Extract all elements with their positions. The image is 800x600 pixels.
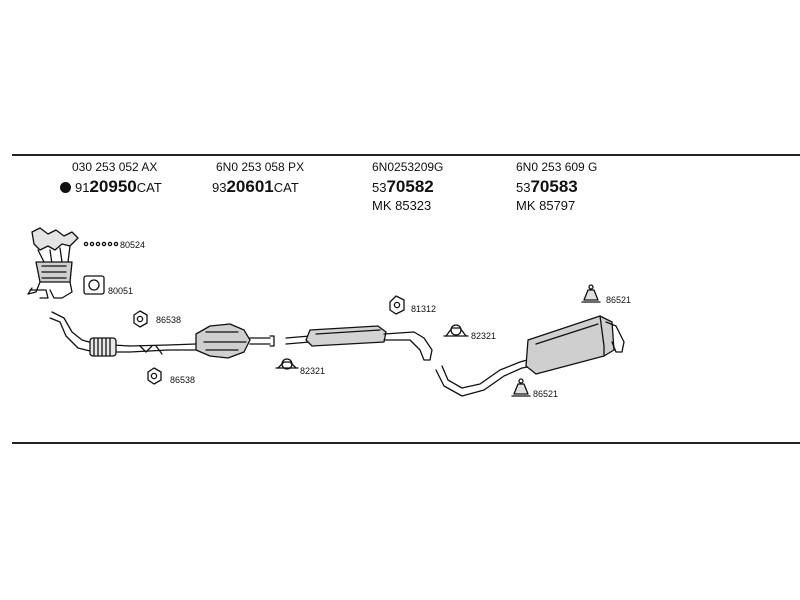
manifold-catalyst-icon	[27, 227, 79, 299]
bolts-icon	[83, 241, 119, 247]
label-hanger-top: 86521	[606, 295, 632, 305]
part-reference: 9120950CAT	[60, 177, 162, 197]
rubber-ring-icon	[147, 367, 162, 385]
clamp-icon	[443, 324, 469, 337]
bottom-divider	[12, 442, 800, 444]
gasket-icon	[83, 275, 105, 295]
label-clamp-mid: 82321	[300, 366, 326, 376]
ref-prefix: 53	[372, 180, 387, 195]
middle-silencer-icon	[285, 325, 433, 361]
ref-prefix: 91	[75, 180, 90, 195]
mk-number: MK 85323	[372, 198, 432, 213]
column-manifold-cat: 030 253 052 AX 9120950CAT	[60, 160, 162, 197]
filled-dot-icon	[60, 182, 71, 193]
hanger-icon	[581, 284, 601, 303]
oem-number: 030 253 052 AX	[72, 160, 158, 174]
ref-prefix: 93	[212, 180, 227, 195]
part-reference: 9320601CAT	[212, 177, 304, 197]
label-hanger-bottom: 86521	[533, 389, 559, 399]
part-reference: 5370582	[372, 177, 443, 197]
ref-main: 20950	[89, 177, 137, 196]
label-clamp-right: 82321	[471, 331, 497, 341]
ref-suffix: CAT	[273, 180, 299, 195]
rear-silencer-icon	[435, 315, 625, 397]
oem-number: 6N0253209G	[372, 160, 444, 174]
label-ring-mid: 81312	[411, 304, 437, 314]
label-bolts: 80524	[120, 240, 146, 250]
column-middle-silencer: 6N0253209G 5370582 MK 85323	[372, 160, 443, 213]
label-ring-lower: 86538	[170, 375, 196, 385]
mk-number: MK 85797	[516, 198, 576, 213]
hanger-icon	[511, 378, 531, 397]
oem-number: 6N0 253 609 G	[516, 160, 598, 174]
column-front-cat: 6N0 253 058 PX 9320601CAT	[212, 160, 304, 197]
ref-main: 70583	[530, 177, 578, 196]
ref-main: 20601	[226, 177, 274, 196]
part-reference: 5370583	[516, 177, 597, 197]
top-divider	[12, 154, 800, 156]
oem-number: 6N0 253 058 PX	[216, 160, 305, 174]
rubber-ring-icon	[389, 295, 405, 315]
ref-main: 70582	[386, 177, 434, 196]
column-rear-silencer: 6N0 253 609 G 5370583 MK 85797	[516, 160, 597, 213]
clamp-icon	[275, 358, 299, 370]
ref-suffix: CAT	[136, 180, 162, 195]
ref-prefix: 53	[516, 180, 531, 195]
label-ring-upper: 86538	[156, 315, 182, 325]
rubber-ring-icon	[133, 310, 148, 328]
front-pipe-catalyst-icon	[49, 311, 275, 359]
label-gasket: 80051	[108, 286, 134, 296]
